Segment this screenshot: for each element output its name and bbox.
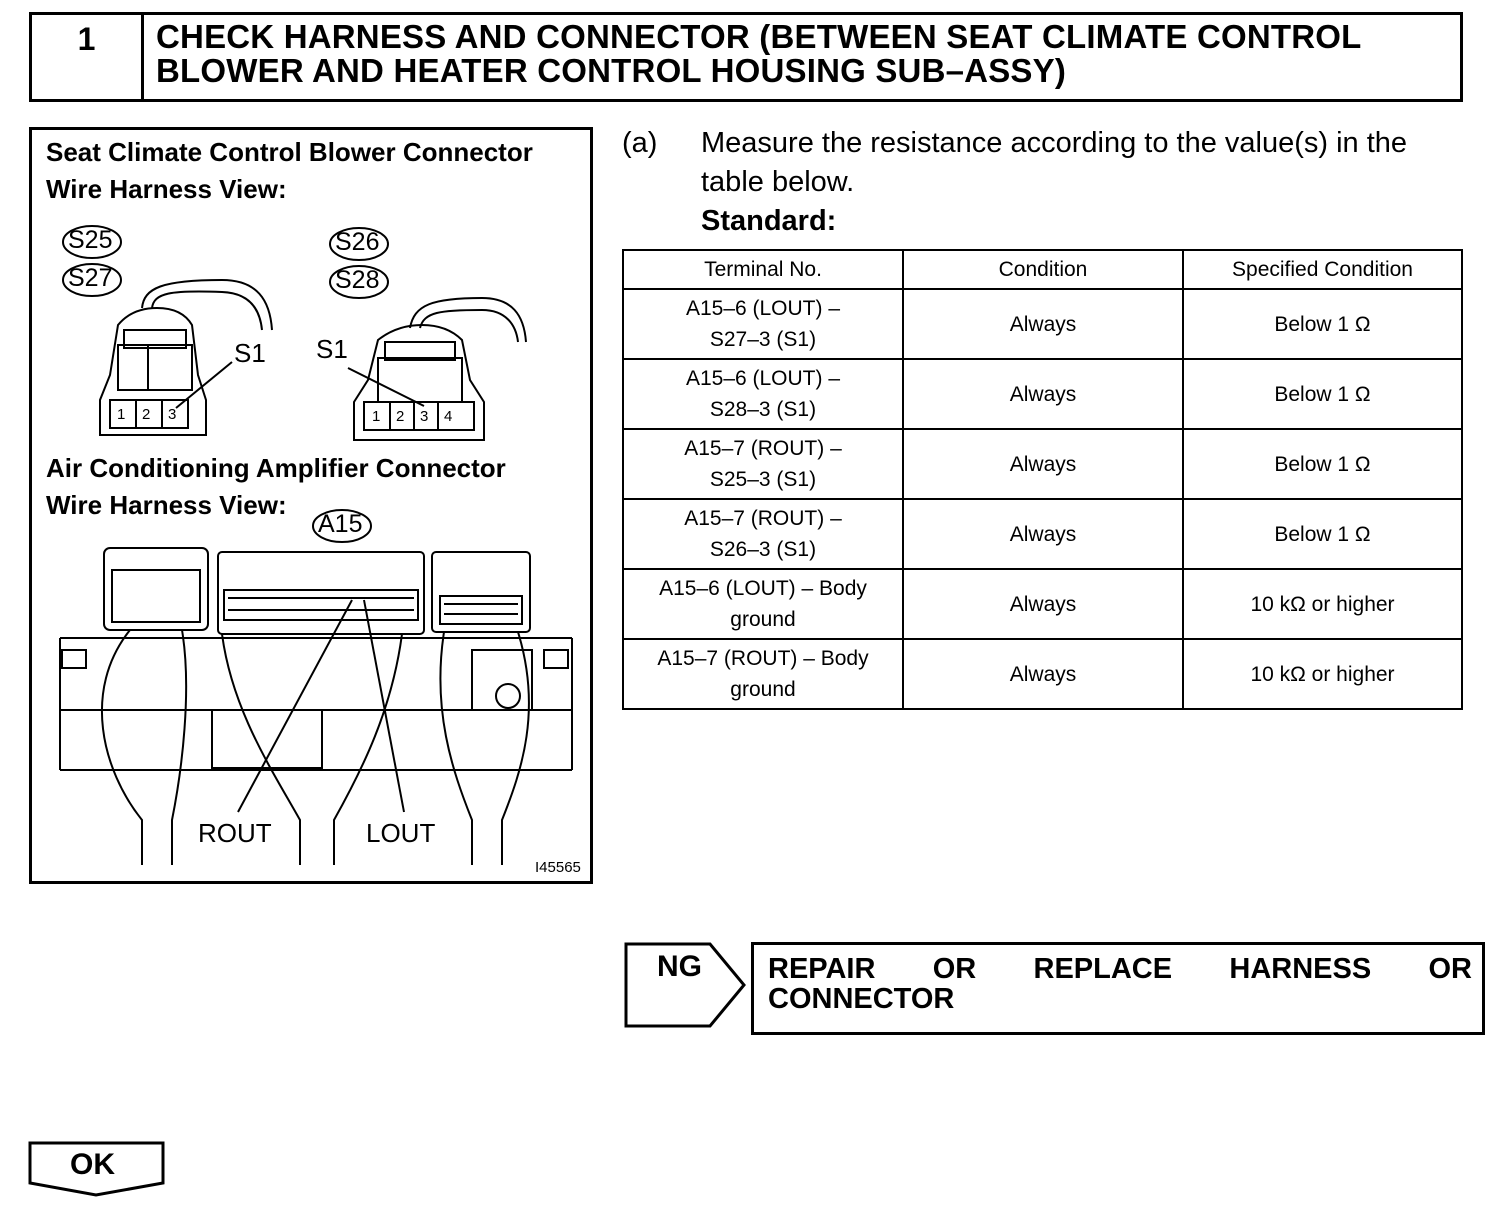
ng-word: REPAIR (768, 953, 876, 985)
specified-cell: Below 1 Ω (1182, 428, 1463, 500)
right-pin-3: 3 (420, 408, 429, 425)
specified-cell: 10 kΩ or higher (1182, 638, 1463, 710)
header-terminal-no: Terminal No. (622, 249, 904, 290)
ng-word: OR (1428, 953, 1473, 985)
instruction-text: Measure the resistance according to the … (701, 127, 1408, 198)
resistance-spec-table: Terminal No. Condition Specified Conditi… (622, 249, 1463, 710)
amp-title-line-1: Air Conditioning Amplifier Connector (46, 453, 506, 483)
connector-code-s26: S26 (335, 228, 380, 256)
ng-result-line-1: REPAIR OR REPLACE HARNESS OR (768, 954, 1472, 984)
terminal-line-2: S25–3 (S1) (709, 468, 817, 491)
ng-word: OR (932, 953, 977, 985)
code-oval-a15 (312, 509, 372, 543)
rout-label: ROUT (198, 818, 272, 848)
amp-connector-center (217, 551, 425, 635)
instruction-a: (a) Measure the resistance according to … (622, 124, 1464, 241)
terminal-line-2: ground (730, 608, 796, 631)
connector-drawing (59, 225, 573, 865)
left-blower-connector (99, 306, 207, 436)
terminal-cell: A15–6 (LOUT) – S28–3 (S1) (622, 358, 904, 430)
header-condition: Condition (902, 249, 1184, 290)
code-oval-s27 (62, 263, 122, 297)
ng-arrow-shape (624, 942, 746, 1028)
ng-label: NG (657, 950, 702, 983)
terminal-line-1: A15–7 (ROUT) – (684, 437, 842, 460)
left-pin-3: 3 (168, 406, 177, 423)
condition-cell: Always (902, 428, 1184, 500)
terminal-cell: A15–7 (ROUT) – Body ground (622, 638, 904, 710)
terminal-cell: A15–7 (ROUT) – S25–3 (S1) (622, 428, 904, 500)
terminal-cell: A15–6 (LOUT) – S27–3 (S1) (622, 288, 904, 360)
table-row: A15–7 (ROUT) – Body ground Always 10 kΩ o… (622, 638, 1463, 710)
terminal-line-2: ground (730, 678, 796, 701)
lout-leader (363, 599, 405, 813)
ng-result-box: REPAIR OR REPLACE HARNESS OR CONNECTOR (751, 942, 1485, 1035)
left-pin-2: 2 (142, 406, 151, 423)
table-header-row: Terminal No. Condition Specified Conditi… (622, 249, 1463, 290)
terminal-line-2: S28–3 (S1) (709, 398, 817, 421)
lout-label: LOUT (366, 818, 436, 848)
connector-code-s25: S25 (68, 226, 113, 254)
terminal-cell: A15–7 (ROUT) – S26–3 (S1) (622, 498, 904, 570)
code-oval-s26 (329, 227, 389, 261)
step-title-line-1: CHECK HARNESS AND CONNECTOR (BETWEEN SEA… (156, 18, 1362, 55)
right-pin-4: 4 (444, 408, 453, 425)
amp-connector-left (103, 547, 209, 631)
pin-label-s1-right: S1 (316, 334, 348, 364)
amp-title-line-2: Wire Harness View: (46, 490, 287, 520)
condition-cell: Always (902, 288, 1184, 360)
connector-illustration: Seat Climate Control Blower Connector Wi… (29, 127, 593, 884)
terminal-line-1: A15–7 (ROUT) – (684, 507, 842, 530)
condition-cell: Always (902, 568, 1184, 640)
instruction-marker: (a) (622, 127, 658, 159)
code-oval-s28 (329, 265, 389, 299)
step-header: 1 CHECK HARNESS AND CONNECTOR (BETWEEN S… (29, 12, 1463, 102)
ng-result-line-2: CONNECTOR (768, 983, 955, 1015)
table-row: A15–6 (LOUT) – S27–3 (S1) Always Below 1 … (622, 288, 1463, 360)
terminal-line-2: S26–3 (S1) (709, 538, 817, 561)
ng-word: REPLACE (1033, 953, 1173, 985)
code-oval-s25 (62, 225, 122, 259)
right-pin-1: 1 (372, 408, 381, 425)
terminal-cell: A15–6 (LOUT) – Body ground (622, 568, 904, 640)
condition-cell: Always (902, 358, 1184, 430)
specified-cell: Below 1 Ω (1182, 288, 1463, 360)
header-specified-condition: Specified Condition (1182, 249, 1463, 290)
table-row: A15–6 (LOUT) – S28–3 (S1) Always Below 1 … (622, 358, 1463, 430)
terminal-line-1: A15–6 (LOUT) – (685, 367, 841, 390)
standard-label: Standard: (701, 205, 837, 237)
table-row: A15–7 (ROUT) – S26–3 (S1) Always Below 1 … (622, 498, 1463, 570)
terminal-line-2: S27–3 (S1) (709, 328, 817, 351)
step-title-line-2: BLOWER AND HEATER CONTROL HOUSING SUB–AS… (156, 52, 1067, 89)
specified-cell: 10 kΩ or higher (1182, 568, 1463, 640)
ok-arrow-shape (28, 1141, 165, 1197)
step-title: CHECK HARNESS AND CONNECTOR (BETWEEN SEA… (144, 15, 1460, 99)
right-blower-connector (353, 323, 485, 441)
step-number: 1 (32, 15, 144, 99)
ng-word: HARNESS (1229, 953, 1372, 985)
rout-leader (237, 599, 353, 813)
pin-label-s1-left: S1 (234, 338, 266, 368)
connector-code-s28: S28 (335, 266, 380, 294)
blower-title-line-1: Seat Climate Control Blower Connector (46, 137, 533, 167)
amp-connector-right (431, 551, 531, 633)
condition-cell: Always (902, 638, 1184, 710)
terminal-line-1: A15–6 (LOUT) – Body (659, 577, 867, 600)
ok-label: OK (70, 1148, 115, 1181)
left-pin-1: 1 (117, 406, 126, 423)
table-row: A15–7 (ROUT) – S25–3 (S1) Always Below 1 … (622, 428, 1463, 500)
terminal-line-1: A15–6 (LOUT) – (685, 297, 841, 320)
specified-cell: Below 1 Ω (1182, 498, 1463, 570)
right-pin-2: 2 (396, 408, 405, 425)
table-row: A15–6 (LOUT) – Body ground Always 10 kΩ o… (622, 568, 1463, 640)
figure-id: I45565 (535, 859, 581, 876)
specified-cell: Below 1 Ω (1182, 358, 1463, 430)
blower-title-line-2: Wire Harness View: (46, 174, 287, 204)
condition-cell: Always (902, 498, 1184, 570)
amp-code-a15: A15 (318, 510, 363, 538)
connector-code-s27: S27 (68, 264, 113, 292)
terminal-line-1: A15–7 (ROUT) – Body (657, 647, 869, 670)
